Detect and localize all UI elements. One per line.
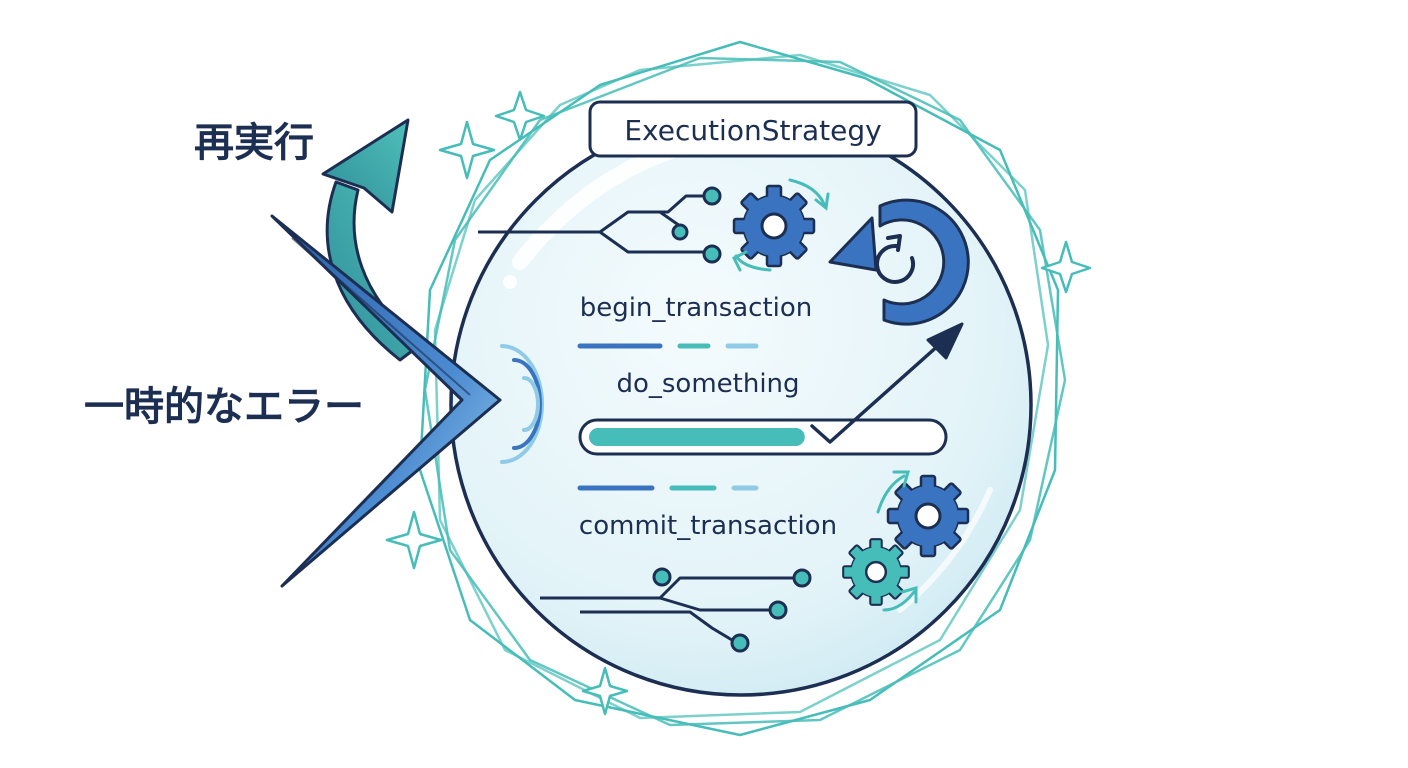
circuit-icon <box>540 567 812 653</box>
polygon-frame <box>418 40 1067 737</box>
trend-arrow-icon <box>810 322 964 444</box>
rotation-arrow-icon <box>876 470 918 612</box>
gear-icon <box>842 538 910 606</box>
lightning-bolt-icon <box>270 214 502 588</box>
rotation-arrow-icon <box>731 178 830 272</box>
sparkle-icon <box>385 90 1092 716</box>
gear-icon <box>732 184 816 268</box>
separator-dashes <box>577 343 759 491</box>
refresh-icon <box>828 198 970 326</box>
step-begin-transaction: begin_transaction <box>580 293 813 323</box>
retry-label: 再実行 <box>194 120 314 166</box>
gear-icon <box>886 474 970 558</box>
step-do-something: do_something <box>616 369 799 399</box>
step-commit-transaction: commit_transaction <box>579 511 837 541</box>
progress-bar <box>578 418 948 456</box>
strategy-title-box: ExecutionStrategy <box>588 100 918 158</box>
circuit-icon <box>478 186 722 264</box>
strategy-title: ExecutionStrategy <box>624 114 881 147</box>
impact-ripple <box>500 344 544 464</box>
transient-error-label: 一時的なエラー <box>84 384 364 430</box>
progress-fill <box>589 428 805 446</box>
